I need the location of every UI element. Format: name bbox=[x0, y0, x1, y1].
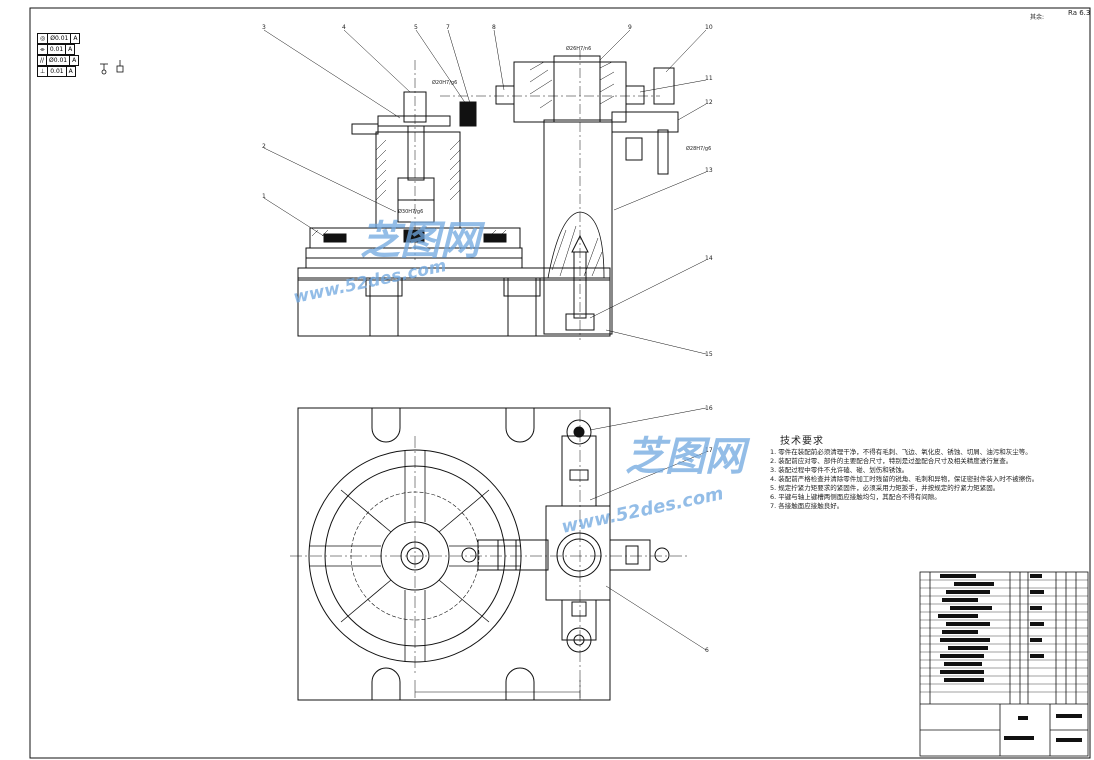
svg-text:12: 12 bbox=[705, 99, 713, 106]
svg-text:Ø28H7/g6: Ø28H7/g6 bbox=[686, 145, 711, 152]
tech-req-item: 5. 规定拧紧力矩要求的紧固件，必须采用力矩扳手，并按规定的拧紧力矩紧固。 bbox=[770, 484, 1000, 492]
part-numbers: 3 4 5 7 8 9 10 11 12 13 14 15 2 1 16 17 … bbox=[262, 24, 713, 654]
svg-text:17: 17 bbox=[705, 447, 713, 454]
tech-req-title: 技术要求 bbox=[780, 436, 824, 447]
tech-req-item: 1. 零件在装配前必须清理干净，不得有毛刺、飞边、氧化皮、锈蚀、切屑、油污和灰尘… bbox=[770, 448, 1032, 456]
svg-text:16: 16 bbox=[705, 405, 713, 412]
plan-view bbox=[290, 407, 690, 701]
svg-text:Ø26H7/n6: Ø26H7/n6 bbox=[566, 45, 591, 52]
svg-text:5: 5 bbox=[414, 24, 418, 31]
svg-text:14: 14 bbox=[705, 255, 713, 262]
tech-req-item: 3. 装配过程中零件不允许磕、碰、划伤和锈蚀。 bbox=[770, 466, 909, 474]
svg-text:9: 9 bbox=[628, 24, 632, 31]
svg-text:6: 6 bbox=[705, 647, 709, 654]
svg-text:7: 7 bbox=[446, 24, 450, 31]
svg-text:11: 11 bbox=[705, 75, 713, 82]
roughness-prefix: 其余: bbox=[1030, 14, 1045, 21]
title-block-fills bbox=[938, 574, 1082, 742]
svg-text:13: 13 bbox=[705, 167, 713, 174]
watermark-brand: 芝图网 bbox=[360, 218, 480, 264]
tech-req-item: 6. 平键与轴上键槽两侧面应接触均匀，其配合不得有间隙。 bbox=[770, 493, 941, 501]
svg-text:Ø30H7/g6: Ø30H7/g6 bbox=[398, 208, 423, 215]
svg-text:3: 3 bbox=[262, 24, 266, 31]
front-section-view bbox=[297, 50, 679, 340]
svg-text:Ø20H7/g6: Ø20H7/g6 bbox=[432, 79, 457, 86]
svg-text:1: 1 bbox=[262, 193, 266, 200]
tech-req-item: 2. 装配前应对零、部件的主要配合尺寸，特别是过盈配合尺寸及相关精度进行复查。 bbox=[770, 457, 1013, 465]
fit-dimensions: Ø30H7/g6 Ø26H7/n6 Ø28H7/g6 Ø20H7/g6 bbox=[398, 45, 711, 215]
svg-text:2: 2 bbox=[262, 143, 266, 150]
tech-req-item: 4. 装配前严格检查并清除零件加工时残留的锐角、毛刺和异物，保证密封件装入时不被… bbox=[770, 475, 1039, 483]
svg-text:4: 4 bbox=[342, 24, 346, 31]
title-block bbox=[919, 571, 1089, 757]
leader-lines bbox=[263, 29, 707, 651]
svg-text:8: 8 bbox=[492, 24, 496, 31]
tech-req-item: 7. 各接触面应接触良好。 bbox=[770, 502, 844, 510]
svg-text:15: 15 bbox=[705, 351, 713, 358]
datum-symbols bbox=[100, 60, 124, 75]
svg-text:10: 10 bbox=[705, 24, 713, 31]
watermark-brand: 芝图网 bbox=[625, 434, 745, 480]
roughness-value: Ra 6.3 bbox=[1068, 9, 1091, 17]
